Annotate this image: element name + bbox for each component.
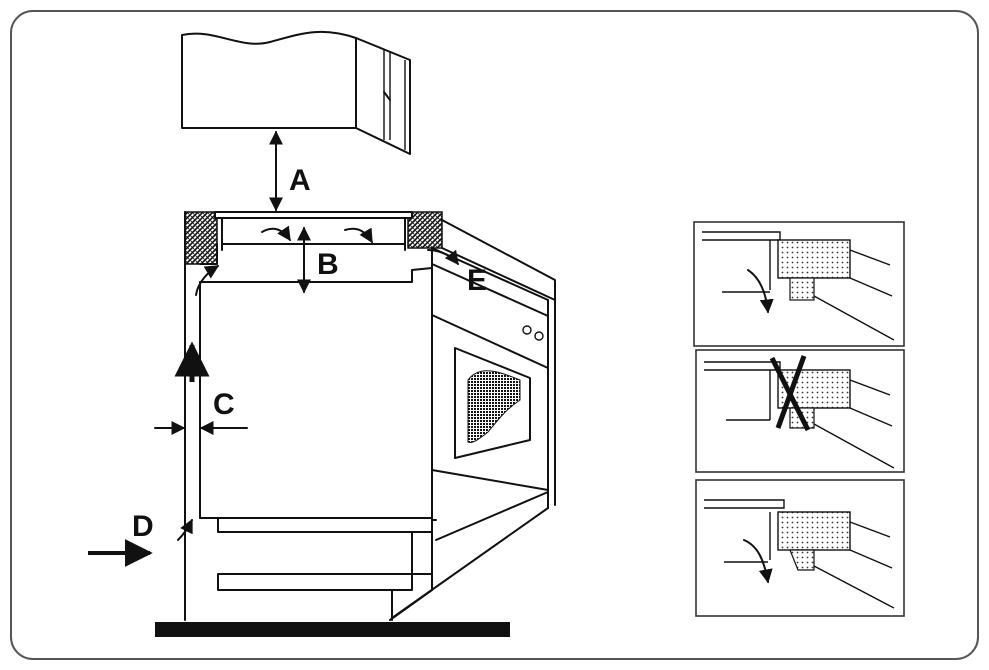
label-b: B <box>317 248 339 281</box>
detail-panel-3 <box>695 479 905 617</box>
wall-cabinet <box>181 30 411 155</box>
worktop-left <box>184 211 218 265</box>
floor <box>155 622 510 637</box>
label-d: D <box>132 510 154 543</box>
oven-body <box>389 219 556 621</box>
detail-panel-1 <box>693 221 905 347</box>
main-illustration: A B C D E <box>88 30 556 637</box>
oven-cabinet <box>184 211 433 621</box>
label-e: E <box>467 264 487 297</box>
label-a: A <box>289 164 311 197</box>
hob <box>214 211 413 245</box>
worktop-right <box>407 211 443 249</box>
label-c: C <box>213 388 235 421</box>
lower-drawers <box>199 517 433 621</box>
detail-panel-2 <box>695 349 905 473</box>
